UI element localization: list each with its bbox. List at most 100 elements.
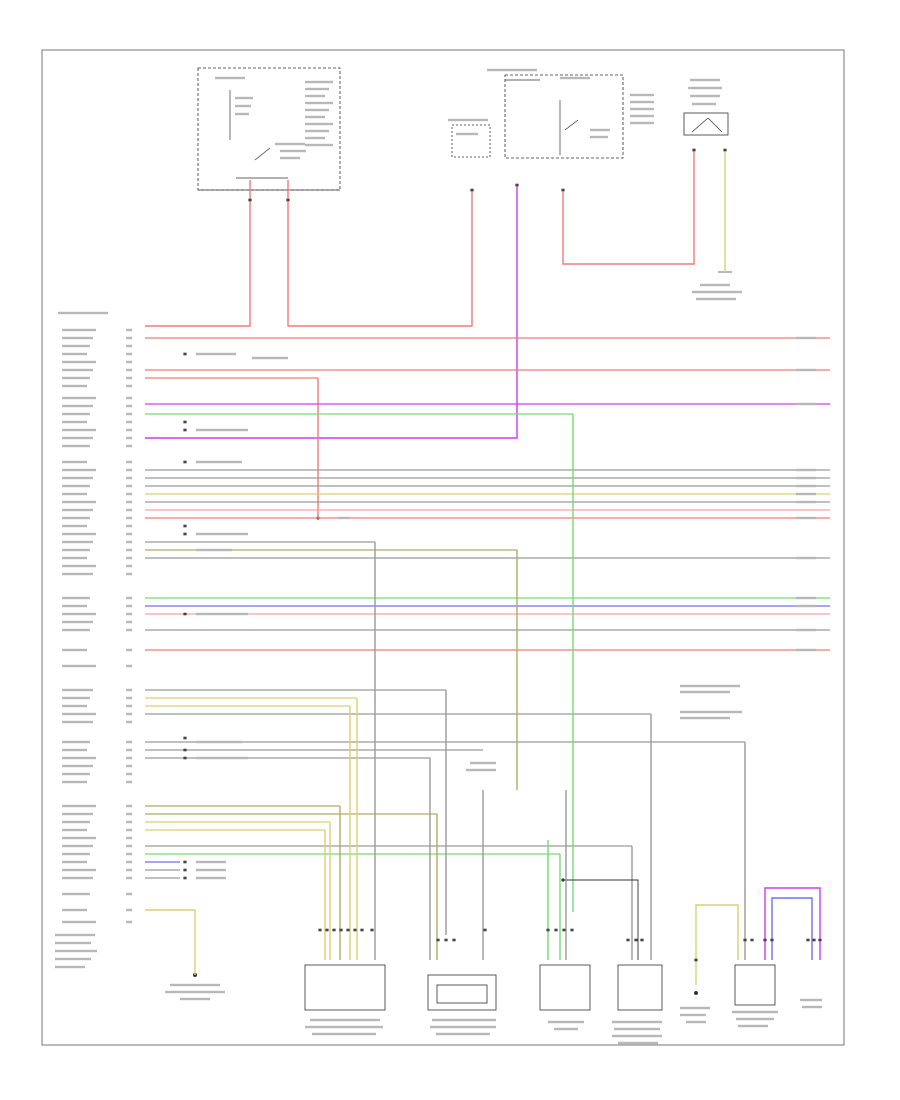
- pin-number-14: [126, 444, 132, 448]
- pin-name-36: [62, 664, 96, 668]
- module-top-mid: [451, 124, 491, 158]
- pin-name-34: [62, 628, 90, 632]
- pin-name-3: [62, 352, 87, 356]
- top-connector-4: [561, 188, 565, 192]
- top-connector-5: [692, 148, 696, 152]
- labels: [55, 68, 822, 1045]
- bottom-connector-18: [640, 938, 644, 942]
- pin-name-50: [62, 820, 90, 824]
- pin-name-55: [62, 860, 87, 864]
- relay-right-switch: [564, 119, 579, 131]
- bottom-connector-7: [370, 928, 374, 932]
- bottom-connector-17: [634, 938, 638, 942]
- bus-note-5: [196, 548, 232, 552]
- bottom-label-11: [618, 1041, 658, 1045]
- splice-note-2: [466, 768, 496, 772]
- bus-end-label-8: [796, 516, 816, 520]
- pin-number-8: [126, 396, 132, 400]
- fuse-right-note-0: [630, 93, 654, 97]
- bus-conn-tick-5: [183, 532, 187, 536]
- pin-number-49: [126, 812, 132, 816]
- pin-number-41: [126, 720, 132, 724]
- pin-name-35: [62, 648, 87, 652]
- bottom-label-15: [732, 1010, 778, 1014]
- pin-name-19: [62, 492, 87, 496]
- pin-number-35: [126, 648, 132, 652]
- pin-number-9: [126, 404, 132, 408]
- bottom-connector-22: [770, 938, 774, 942]
- bottom-label-9: [614, 1027, 660, 1031]
- bus-conn-tick-0: [183, 352, 187, 356]
- pin-number-32: [126, 612, 132, 616]
- top-connector-2: [470, 188, 474, 192]
- pin-number-28: [126, 564, 132, 568]
- module-top-right: [683, 112, 729, 136]
- splice-note-1: [470, 761, 496, 765]
- module-left-note-4: [55, 957, 91, 961]
- pin-number-47: [126, 780, 132, 784]
- pin-name-18: [62, 484, 90, 488]
- wire-v-red-3: [562, 150, 695, 265]
- pin-number-20: [126, 500, 132, 504]
- pin-name-33: [62, 620, 93, 624]
- bottom-connector-19: [743, 938, 747, 942]
- pin-name-53: [62, 844, 93, 848]
- pin-number-50: [126, 820, 132, 824]
- pin-name-47: [62, 780, 87, 784]
- module-top-right-sym-1: [691, 117, 709, 133]
- bottom-label-8: [612, 1020, 662, 1024]
- bus-note-12: [338, 516, 350, 520]
- bus-end-label-12: [796, 628, 816, 632]
- pin-number-58: [126, 892, 132, 896]
- pin-name-14: [62, 444, 90, 448]
- pin-name-27: [62, 556, 87, 560]
- module-left-note-3: [55, 949, 97, 953]
- diagram-border: [41, 49, 845, 1046]
- pin-name-1: [62, 336, 93, 340]
- module-top-right-title-4: [692, 102, 716, 106]
- bottom-label-2: [312, 1032, 376, 1036]
- module-bottom-2: [427, 974, 497, 1011]
- fuse-left-note-3: [305, 101, 333, 105]
- bottom-connector-11: [483, 928, 487, 932]
- pin-number-60: [126, 920, 132, 924]
- top-connector-3: [515, 183, 519, 187]
- bottom-connector-2: [332, 928, 336, 932]
- pin-number-42: [126, 740, 132, 744]
- bottom-connector-9: [444, 938, 448, 942]
- ground-top-right-label-3: [696, 297, 736, 301]
- bottom-label-17: [738, 1024, 768, 1028]
- pin-name-59: [62, 908, 87, 912]
- pin-name-15: [62, 460, 87, 464]
- bus-end-label-2: [796, 402, 816, 406]
- pin-name-57: [62, 876, 93, 880]
- bottom-label-3: [432, 1018, 496, 1022]
- pin-number-46: [126, 772, 132, 776]
- bus-note-8: [196, 756, 248, 760]
- bus-note-4: [196, 532, 248, 536]
- bottom-label-4: [430, 1025, 496, 1029]
- pin-name-13: [62, 436, 93, 440]
- wire-v-violet: [145, 185, 518, 439]
- bus-note-0: [196, 352, 236, 356]
- bus-conn-tick-12: [183, 876, 187, 880]
- pin-name-56: [62, 868, 96, 872]
- fuse-left-note-2: [305, 94, 325, 98]
- pin-number-34: [126, 628, 132, 632]
- fuse-left-note-7: [305, 129, 329, 133]
- pin-number-25: [126, 540, 132, 544]
- loop-violet: [764, 887, 821, 960]
- fuse-box-left: [197, 67, 341, 191]
- pin-name-44: [62, 756, 96, 760]
- bottom-connector-8: [436, 938, 440, 942]
- module-top-mid-title: [448, 118, 488, 122]
- fuse-left-label-2: [235, 104, 251, 108]
- bottom-label-1: [305, 1025, 383, 1029]
- legend-line-2: [680, 690, 730, 694]
- bottom-connector-20: [750, 938, 754, 942]
- pin-number-36: [126, 664, 132, 668]
- module-top-right-title-1: [690, 78, 720, 82]
- bottom-connector-3: [339, 928, 343, 932]
- bus-end-label-13: [796, 648, 816, 652]
- bus-end-label-6: [796, 492, 816, 496]
